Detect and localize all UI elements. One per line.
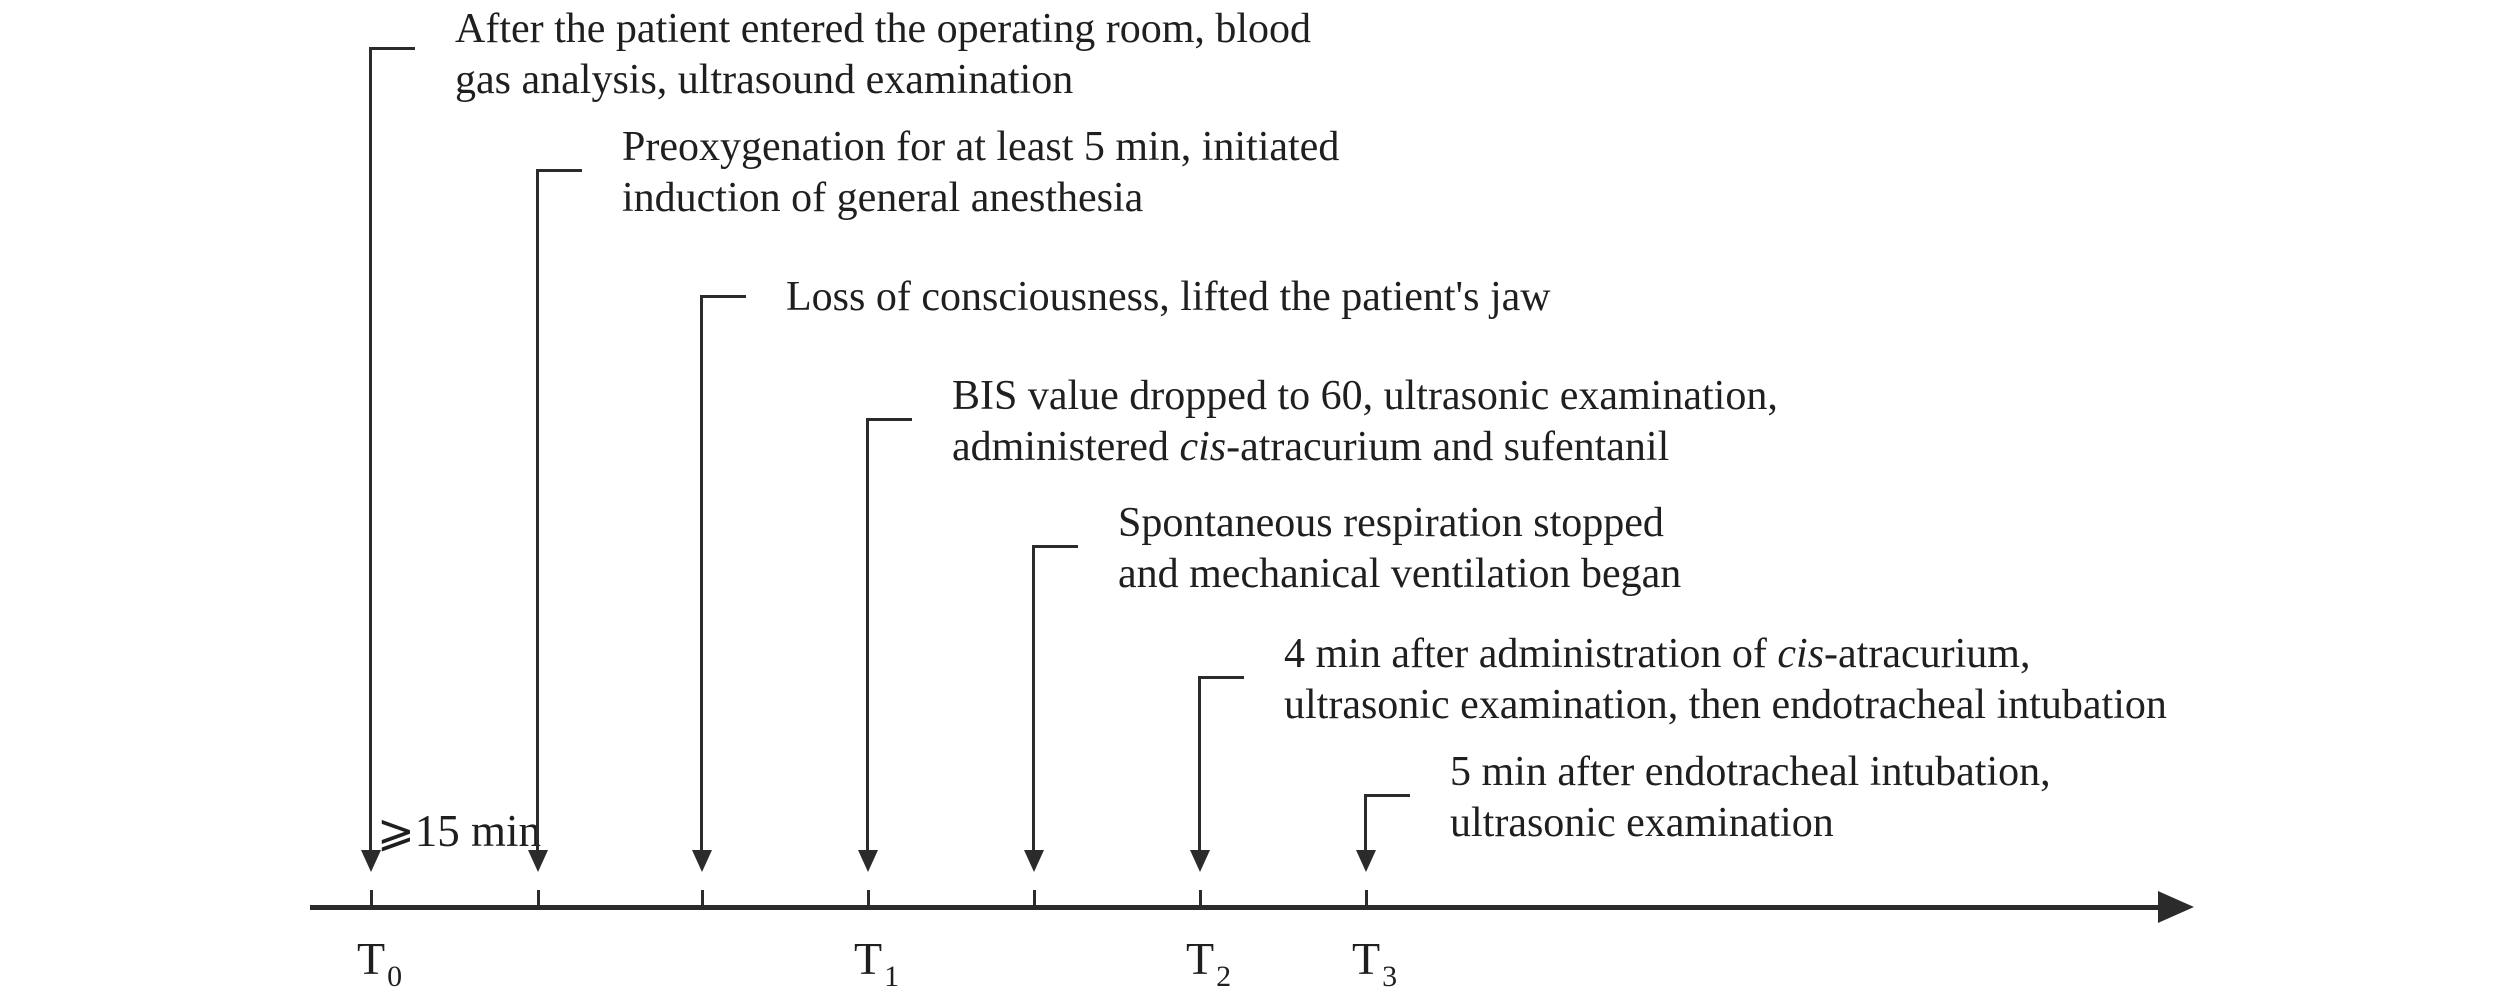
event-arrowhead-down-icon [528, 850, 548, 872]
event-label: Spontaneous respiration stopped and mecha… [1118, 498, 1681, 600]
event-label-segment: -atracurium and sufentanil [1226, 424, 1670, 470]
event-arrowhead-down-icon [858, 850, 878, 872]
event-connector-arrow-line [1032, 545, 1078, 851]
time-label: T2 [1186, 933, 1231, 992]
time-label-base: T [357, 933, 386, 984]
event-arrowhead-down-icon [1024, 850, 1044, 872]
axis-tick [1365, 890, 1368, 905]
event-connector-arrow-line [866, 418, 912, 851]
event-label-line: 4 min after administration of cis-atracu… [1284, 629, 2167, 680]
event-label-segment: ultrasonic examination [1450, 800, 1834, 846]
time-label: T1 [854, 933, 899, 992]
event-label-segment: Preoxygenation for at least 5 min, initi… [622, 124, 1340, 170]
axis-tick [537, 890, 540, 905]
event-label: Preoxygenation for at least 5 min, initi… [622, 122, 1339, 224]
event-label-segment: gas analysis, ultrasound examination [455, 57, 1074, 103]
axis-tick [1199, 890, 1202, 905]
event-label-segment: -atracurium, [1824, 631, 2031, 677]
axis-tick [701, 890, 704, 905]
time-label-subscript: 3 [1382, 960, 1398, 993]
event-connector-arrow-line [536, 169, 582, 851]
time-label-subscript: 1 [884, 960, 900, 993]
event-label-segment: cis [1179, 424, 1227, 470]
event-label-line: Spontaneous respiration stopped [1118, 498, 1681, 549]
time-label: T3 [1352, 933, 1397, 992]
axis-line [310, 905, 2160, 910]
event-arrowhead-down-icon [361, 850, 381, 872]
time-label-base: T [1186, 933, 1215, 984]
event-label-line: ultrasonic examination [1450, 798, 2051, 849]
axis-tick [867, 890, 870, 905]
axis-tick [370, 890, 373, 905]
event-label: BIS value dropped to 60, ultrasonic exam… [952, 371, 1778, 473]
event-label-line: induction of general anesthesia [622, 173, 1339, 224]
event-label-line: administered cis-atracurium and sufentan… [952, 422, 1778, 473]
event-label-segment: and mechanical ventilation began [1118, 551, 1682, 597]
event-label-segment: Loss of consciousness, lifted the patien… [786, 274, 1551, 320]
event-label: Loss of consciousness, lifted the patien… [786, 272, 1551, 323]
event-connector-arrow-line [369, 47, 415, 851]
event-label-line: Loss of consciousness, lifted the patien… [786, 272, 1551, 323]
axis-tick [1033, 890, 1036, 905]
event-connector-arrow-line [1198, 676, 1244, 851]
time-label: T0 [357, 933, 402, 992]
event-label-segment: BIS value dropped to 60, ultrasonic exam… [952, 373, 1778, 419]
event-label-segment: induction of general anesthesia [622, 175, 1144, 221]
event-label-segment: cis [1777, 631, 1825, 677]
event-label: 5 min after endotracheal intubation, ultr… [1450, 747, 2051, 849]
event-arrowhead-down-icon [1190, 850, 1210, 872]
event-label-line: and mechanical ventilation began [1118, 549, 1681, 600]
time-label-base: T [854, 933, 883, 984]
event-label: After the patient entered the operating … [455, 4, 1311, 106]
time-label-subscript: 0 [387, 960, 403, 993]
event-label-line: 5 min after endotracheal intubation, [1450, 747, 2051, 798]
axis-arrowhead-right-icon [2158, 891, 2194, 923]
event-label-line: gas analysis, ultrasound examination [455, 55, 1311, 106]
event-label-segment: ultrasonic examination, then endotrachea… [1284, 682, 2167, 728]
time-label-subscript: 2 [1216, 960, 1232, 993]
interval-label: ⩾15 min [377, 806, 541, 856]
event-connector-arrow-line [1364, 794, 1410, 851]
event-label-line: ultrasonic examination, then endotrachea… [1284, 680, 2167, 731]
event-label: 4 min after administration of cis-atracu… [1284, 629, 2167, 731]
event-label-line: BIS value dropped to 60, ultrasonic exam… [952, 371, 1778, 422]
event-arrowhead-down-icon [692, 850, 712, 872]
event-connector-arrow-line [700, 295, 746, 851]
event-label-segment: 4 min after administration of [1284, 631, 1778, 677]
event-label-line: After the patient entered the operating … [455, 4, 1311, 55]
event-label-line: Preoxygenation for at least 5 min, initi… [622, 122, 1339, 173]
event-arrowhead-down-icon [1356, 850, 1376, 872]
event-label-segment: Spontaneous respiration stopped [1118, 500, 1664, 546]
time-label-base: T [1352, 933, 1381, 984]
event-label-segment: After the patient entered the operating … [455, 6, 1312, 52]
event-label-segment: 5 min after endotracheal intubation, [1450, 749, 2051, 795]
event-label-segment: administered [952, 424, 1180, 470]
